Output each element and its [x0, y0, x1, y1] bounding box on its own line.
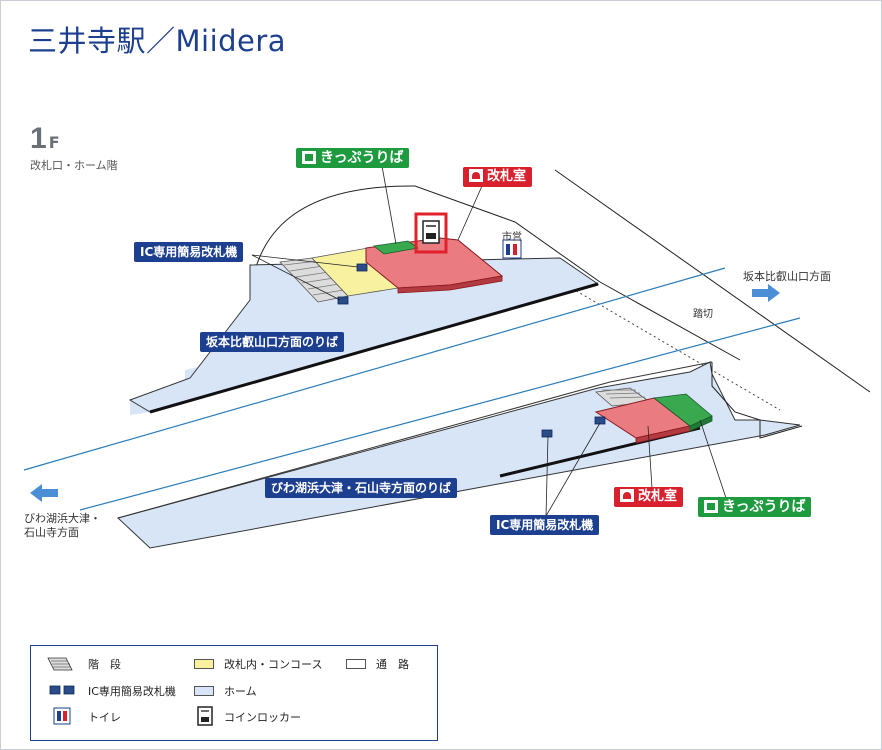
direction-label-left-1: びわ湖浜大津・: [24, 512, 101, 525]
direction-arrow-icon-left: [30, 484, 58, 502]
kippu-label-top: きっぷうりば: [296, 148, 410, 168]
ic-gate-icon: [49, 685, 75, 695]
road-line-upper2: [599, 281, 741, 361]
track-line-upper: [23, 267, 726, 471]
shiei-label: 市営: [502, 232, 522, 243]
page-title: 三井寺駅／Miidera: [28, 24, 287, 58]
stairs-icon: [47, 657, 73, 671]
ic-gate-top-1: [356, 263, 368, 272]
passage-swatch: [346, 659, 366, 669]
highlight-box: [414, 212, 448, 254]
ticket-area-top: [373, 240, 420, 255]
platform-swatch: [194, 686, 214, 696]
legend-passage-text: 通 路: [376, 658, 409, 671]
kippu-label-top-text: きっぷうりば: [320, 150, 404, 166]
ic-gate-top-2: [337, 296, 349, 305]
direction-label-left-2: 石山寺方面: [24, 526, 79, 539]
floor-unit: F: [48, 133, 60, 152]
legend-ic-gate-text: IC専用簡易改札機: [88, 685, 176, 698]
floor-description: 改札口・ホーム階: [30, 159, 118, 172]
kippu-label-bottom-text: きっぷうりば: [722, 499, 806, 515]
legend-stairs-text: 階 段: [88, 658, 121, 671]
ticket-machine-icon-bottom: [704, 500, 718, 513]
passage-outline-bottom: [711, 362, 803, 439]
legend-stairs: 階 段: [88, 656, 121, 672]
coin-locker-icon: [422, 220, 440, 244]
legend-platform-text: ホーム: [224, 685, 257, 698]
station-staff-icon: [469, 169, 483, 182]
kaisatsu-label-bottom: 改札室: [614, 487, 684, 507]
track-line-lower: [79, 317, 801, 511]
platform-top-edge: [149, 282, 599, 414]
direction-arrow-icon-right: [752, 284, 780, 302]
kaisatsu-label-top: 改札室: [463, 167, 533, 187]
ticket-machine-icon: [302, 151, 316, 164]
legend: [30, 645, 438, 741]
kippu-label-bottom: きっぷうりば: [698, 497, 812, 517]
legend-toilet: トイレ: [88, 709, 121, 725]
ic-gate-bottom-1: [541, 429, 553, 438]
road-line-upper: [554, 169, 871, 393]
office-top-red-side: [397, 275, 503, 294]
kaisatsu-label-top-text: 改札室: [487, 169, 527, 184]
direction-label-right: 坂本比叡山口方面: [743, 270, 831, 283]
legend-locker: コインロッカー: [224, 709, 301, 725]
kaisatsu-label-bottom-text: 改札室: [638, 489, 678, 504]
coin-locker-legend-icon: [197, 706, 213, 726]
concourse-swatch: [194, 659, 214, 669]
ic-label-bottom: IC専用簡易改札機: [490, 515, 600, 535]
platform-top-body: [128, 257, 600, 413]
legend-concourse-text: 改札内・コンコース: [224, 658, 323, 671]
platform-label-top: 坂本比叡山口方面のりば: [200, 332, 345, 352]
platform-label-bottom: びわ湖浜大津・石山寺方面のりば: [265, 478, 458, 498]
ic-gate-bottom-2: [594, 416, 606, 425]
legend-ic-gate: IC専用簡易改札機: [88, 683, 176, 699]
legend-locker-text: コインロッカー: [224, 711, 301, 724]
floor-number: 1: [30, 122, 47, 155]
legend-platform: ホーム: [194, 683, 257, 699]
legend-toilet-text: トイレ: [88, 711, 121, 724]
legend-passage: 通 路: [346, 656, 409, 672]
toilet-icon: [502, 239, 522, 259]
platform-bottom-edge: [117, 361, 713, 519]
fumikiri-label: 踏切: [693, 309, 713, 320]
legend-concourse: 改札内・コンコース: [194, 656, 322, 672]
station-staff-icon-bottom: [620, 489, 634, 502]
toilet-legend-icon: [53, 707, 71, 725]
ic-label-top: IC専用簡易改札機: [134, 242, 244, 262]
